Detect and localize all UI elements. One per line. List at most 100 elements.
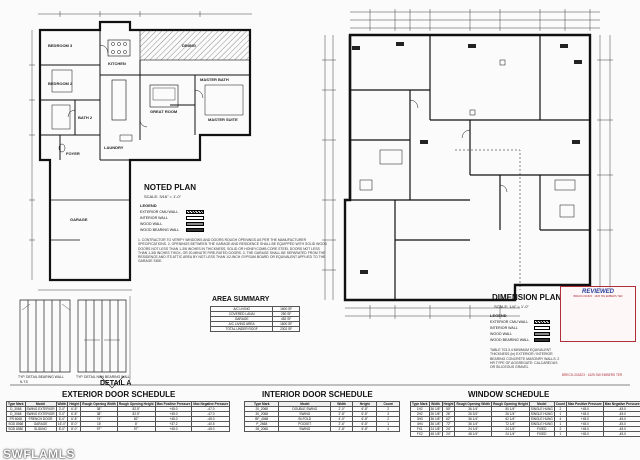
table-cell: 28_2068 bbox=[243, 426, 280, 432]
legend-swatch bbox=[534, 338, 550, 342]
table-cell: SWING EXTERIOR bbox=[24, 411, 57, 417]
permit-number: BRECD-001823 · 1625 SW EMBERS TER bbox=[562, 373, 623, 377]
table-header: Width bbox=[55, 401, 69, 407]
noted-legend-item: WOOD BEARING WALL bbox=[140, 228, 180, 232]
mls-watermark: SWFLAMLS bbox=[3, 447, 75, 460]
noted-plan-walls bbox=[31, 13, 252, 291]
table-header: Height bbox=[67, 401, 82, 407]
dimension-legend-item: INTERIOR WALL bbox=[490, 326, 518, 330]
table-cell: SINGLE HUNG bbox=[528, 416, 555, 422]
table-cell: SINGLE HUNG bbox=[528, 406, 555, 412]
dimension-plan-dims bbox=[322, 9, 613, 319]
table-cell: 8'-0" bbox=[67, 426, 82, 432]
table-cell: SGD 8080 bbox=[6, 426, 26, 432]
reviewed-stamp: REVIEWED BRECD-001823 · 1625 SW EMBERS T… bbox=[560, 286, 636, 342]
area-summary-title: AREA SUMMARY bbox=[212, 296, 270, 303]
dimension-plan-title: DIMENSION PLAN bbox=[492, 293, 562, 302]
table-cell: 97" bbox=[80, 426, 118, 432]
noted-legend-item: WOOD WALL bbox=[140, 222, 163, 226]
table-cell: +45.0 bbox=[565, 431, 604, 437]
dimension-plan-note: TABLE 703.3.4 MINIMUM EQUIVALENT THICKNE… bbox=[490, 348, 560, 369]
table-header: Rough Opening Width bbox=[80, 401, 118, 407]
exterior-schedule-title: EXTERIOR DOOR SCHEDULE bbox=[62, 390, 176, 399]
table-header: Max Positive Pressure bbox=[154, 401, 193, 407]
dimension-legend-title: LEGEND bbox=[490, 313, 507, 318]
dimension-plan-walls bbox=[343, 33, 592, 302]
table-cell: -45.0 bbox=[602, 431, 640, 437]
legend-swatch bbox=[534, 332, 550, 336]
dimension-legend-item: WOOD WALL bbox=[490, 332, 513, 336]
legend-swatch bbox=[534, 320, 550, 324]
legend-swatch bbox=[186, 216, 204, 220]
table-cell: 36 1/8" bbox=[428, 416, 443, 422]
room-label: LAUNDRY bbox=[104, 145, 124, 150]
table-cell: 26 1/8" bbox=[428, 411, 443, 417]
detail-title: DETAIL A bbox=[100, 380, 132, 387]
room-label: KITCHEN bbox=[108, 61, 126, 66]
noted-plan-scale: SCALE: 3/16" = 1'-0" bbox=[144, 194, 182, 199]
table-header: Type Mark bbox=[6, 401, 26, 407]
room-label: MASTER SUITE bbox=[208, 117, 238, 122]
table-cell: SINGLE HUNG bbox=[528, 421, 555, 427]
table-cell: +45.0 bbox=[154, 426, 193, 432]
table-cell: SLIDING bbox=[24, 426, 57, 432]
table-cell: 4 bbox=[376, 426, 400, 432]
table-cell: SWING bbox=[278, 426, 332, 432]
detail-caption: TYP. DETAIL BEARING WALL bbox=[18, 375, 64, 379]
legend-swatch bbox=[186, 210, 204, 214]
room-label: DINING bbox=[182, 43, 196, 48]
table-cell: 48 1/4" bbox=[454, 431, 493, 437]
table-header: Max Negative Pressure bbox=[191, 401, 231, 407]
table-cell: 6'-8" bbox=[352, 426, 378, 432]
table-cell: 97" bbox=[116, 426, 156, 432]
table-header: Type Mark bbox=[410, 401, 430, 407]
dimension-tags bbox=[352, 42, 582, 274]
table-cell: 2302 SF bbox=[272, 326, 300, 332]
table-header: Count bbox=[553, 401, 567, 407]
table-cell: 24" bbox=[441, 431, 456, 437]
table-cell: SGD 8068 bbox=[6, 421, 26, 427]
table-cell: 24 1/8" bbox=[428, 426, 443, 432]
noted-plan-title: NOTED PLAN bbox=[144, 183, 196, 192]
reviewed-stamp-text: BRECD-001823 · 1625 SW EMBERS TER bbox=[573, 295, 623, 298]
table-header: Rough Opening Height bbox=[491, 401, 530, 407]
table-cell: 48 1/8" bbox=[428, 431, 443, 437]
detail-caption: TYP. DETAIL NON BEARING WALL bbox=[76, 375, 131, 379]
table-cell: 36 1/8" bbox=[428, 406, 443, 412]
table-header: Rough Opening Height bbox=[116, 401, 156, 407]
table-cell: FRENCH DOOR bbox=[24, 416, 57, 422]
table-cell: SWING EXTERIOR bbox=[24, 406, 57, 412]
table-cell: SINGLE HUNG bbox=[528, 411, 555, 417]
noted-plan-dims bbox=[29, 11, 201, 241]
room-label: BEDROOM 3 bbox=[48, 43, 73, 48]
window-schedule-title: WINDOW SCHEDULE bbox=[468, 390, 550, 399]
table-cell: 2'-8" bbox=[330, 426, 354, 432]
room-label: GREAT ROOM bbox=[150, 109, 178, 114]
legend-swatch bbox=[186, 222, 204, 226]
reviewed-stamp-title: REVIEWED bbox=[581, 289, 614, 295]
table-header: Height bbox=[441, 401, 456, 407]
noted-plan-notes: 1. CONTRACTOR TO VERIFY WINDOWS AND DOOR… bbox=[138, 238, 328, 264]
table-header: Max Positive Pressure bbox=[565, 401, 604, 407]
dimension-legend-item: WOOD BEARING WALL bbox=[490, 338, 530, 342]
legend-swatch bbox=[186, 228, 204, 232]
table-cell: 8'-0" bbox=[55, 426, 69, 432]
room-label: GARAGE bbox=[70, 217, 88, 222]
table-cell: -45.0 bbox=[191, 426, 231, 432]
noted-legend-title: LEGEND bbox=[140, 203, 157, 208]
room-label: FOYER bbox=[66, 151, 80, 156]
interior-schedule-title: INTERIOR DOOR SCHEDULE bbox=[262, 390, 373, 399]
dimension-legend-item: EXTERIOR CMU WALL bbox=[490, 320, 529, 324]
